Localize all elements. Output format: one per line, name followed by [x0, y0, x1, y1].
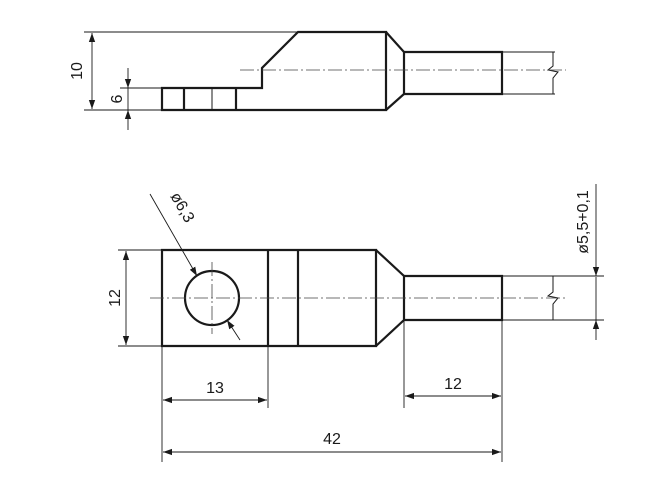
dim-label-hole-position: 13 [206, 380, 224, 397]
side-view: 10 6 [69, 30, 566, 130]
dim-label-cable-diameter: ø5,5+0,1 [575, 190, 592, 254]
top-view-break-mark [546, 276, 559, 320]
dim-leader-hole-diameter [226, 319, 241, 341]
side-view-break-mark [546, 52, 559, 94]
dim-leader-hole-diameter [149, 193, 198, 277]
top-view: ø6,3 12 ø5,5+0,1 13 12 42 [107, 184, 604, 462]
side-view-body-outline [160, 30, 388, 112]
side-view-taper [385, 31, 406, 111]
dim-label-height-total: 10 [69, 62, 86, 80]
dim-label-overall-length: 42 [323, 431, 341, 448]
dim-label-hole-diameter: ø6,3 [167, 190, 198, 226]
dim-label-height-tab: 6 [109, 94, 126, 103]
dim-label-width: 12 [107, 289, 124, 307]
side-view-cable [404, 50, 504, 96]
dim-label-cable-length: 12 [444, 376, 462, 393]
